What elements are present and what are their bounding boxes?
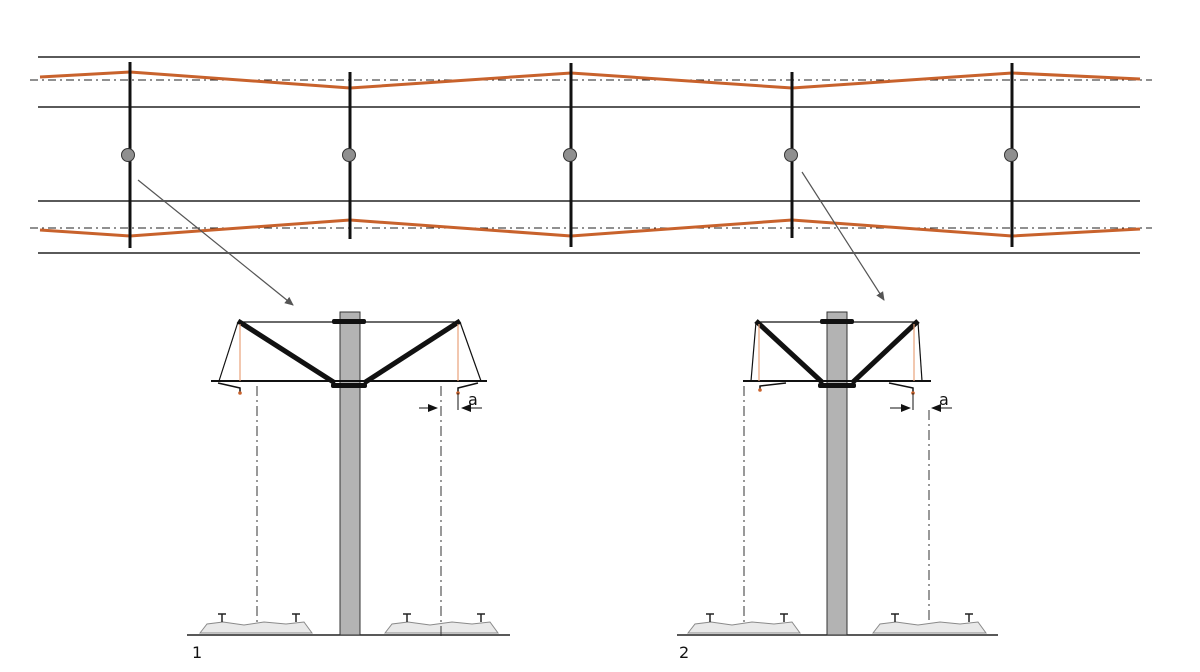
pole-cross-section-2: a 2 (677, 311, 998, 662)
contact-wire-point (758, 388, 762, 392)
diagonal-brace-left (236, 318, 337, 386)
dimension-label-a: a (939, 390, 949, 409)
plan-pole-3 (563, 63, 577, 247)
rail-profile (706, 613, 973, 622)
mast (339, 311, 361, 636)
figure-label-1: 1 (192, 643, 202, 662)
plan-pole-2 (342, 72, 356, 239)
steady-arm-right (888, 382, 914, 393)
steady-arm-left (759, 382, 787, 390)
plan-pole-5 (1004, 63, 1018, 247)
insulator-top (820, 319, 854, 324)
hanger-outer-left (750, 321, 757, 382)
ballast-bed-right (871, 621, 987, 634)
diagonal-brace-right (850, 319, 920, 385)
hanger-outer-left (218, 321, 239, 382)
diagonal-brace-right (362, 318, 462, 386)
figure-label-2: 2 (679, 643, 689, 662)
insulator-bottom (818, 383, 856, 388)
contact-wire-point (238, 391, 242, 395)
insulator-bottom (331, 383, 367, 388)
dimension-label-a: a (468, 390, 478, 409)
diagonal-brace-left (754, 319, 825, 385)
pole-node (121, 148, 135, 162)
rail-profile (218, 613, 485, 622)
pole-node (563, 148, 577, 162)
ballast-bed-left (686, 621, 801, 634)
hanger-outer-right (917, 321, 923, 382)
pole-node (784, 148, 798, 162)
pole-cross-section-1: a 1 (187, 311, 510, 662)
insulator-top (332, 319, 366, 324)
plan-pole-4 (784, 72, 798, 238)
leader-arrow-1 (137, 179, 294, 306)
plan-pole-1 (121, 62, 135, 248)
mast (826, 311, 848, 636)
steady-arm-left (217, 382, 241, 393)
leader-arrow-2 (801, 171, 885, 301)
plan-view (30, 56, 1152, 254)
hanger-outer-right (459, 321, 482, 382)
ballast-bed-left (198, 621, 313, 634)
pole-node (1004, 148, 1018, 162)
pole-node (342, 148, 356, 162)
